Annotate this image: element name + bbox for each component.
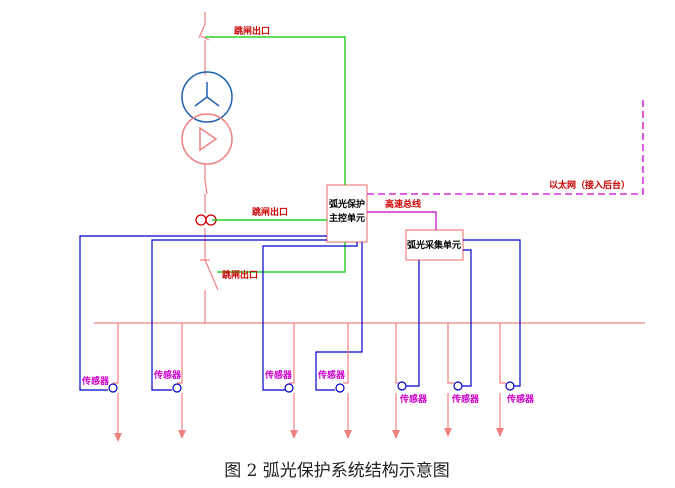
main-unit-label-line2: 主控单元: [329, 212, 365, 224]
arrow-down-icon: [392, 430, 400, 439]
sensor-label-7: 传感器: [506, 393, 535, 405]
sensor-label-6: 传感器: [451, 393, 480, 405]
sensor-label-3: 传感器: [264, 369, 293, 381]
arrow-down-icon: [344, 430, 352, 439]
sensor-symbols: [108, 381, 515, 393]
arrow-down-icon: [114, 433, 122, 442]
ethernet-line: [367, 100, 644, 195]
sensor-label-5: 传感器: [399, 393, 428, 405]
arrow-down-icon: [178, 430, 186, 439]
arrow-down-icon: [444, 428, 452, 437]
high-speed-bus-label: 高速总线: [385, 198, 421, 210]
sensor-icon: [172, 383, 182, 393]
ethernet-label: 以太网（接入后台）: [549, 179, 630, 191]
incoming-feeder: [198, 12, 210, 75]
sensor-icon: [505, 381, 515, 391]
sensor-label-4: 传感器: [317, 369, 346, 381]
figure-caption: 图 2 弧光保护系统结构示意图: [224, 461, 450, 481]
sensor-icon: [335, 383, 345, 393]
main-unit-label-line1: 弧光保护: [329, 198, 365, 210]
trip-output-label-top: 跳闸出口: [234, 25, 270, 37]
sensor-label-2: 传感器: [153, 369, 182, 381]
sensor-icon: [453, 381, 463, 391]
arrow-down-icon: [290, 430, 298, 439]
feeder-arrows: [114, 428, 504, 442]
sensor-wiring-main: [79, 235, 363, 391]
sensor-label-1: 传感器: [81, 375, 110, 387]
arrow-down-icon: [496, 428, 504, 437]
transformer-icon: [181, 71, 233, 165]
outgoing-feeders: [113, 323, 506, 435]
collection-unit-label: 弧光采集单元: [407, 239, 461, 251]
sensor-icon: [108, 383, 118, 393]
sensor-icon: [284, 383, 294, 393]
sensor-icon: [397, 381, 407, 391]
collection-unit-box: [405, 229, 464, 261]
trip-lines: [205, 36, 346, 273]
feeder-to-busbar: [204, 164, 219, 323]
trip-output-label-middle: 跳闸出口: [252, 206, 288, 218]
main-control-unit-box: [326, 184, 368, 243]
high-speed-bus-line: [367, 211, 437, 230]
trip-output-label-low: 跳闸出口: [222, 269, 258, 281]
sensor-wiring-collection: [406, 239, 521, 387]
